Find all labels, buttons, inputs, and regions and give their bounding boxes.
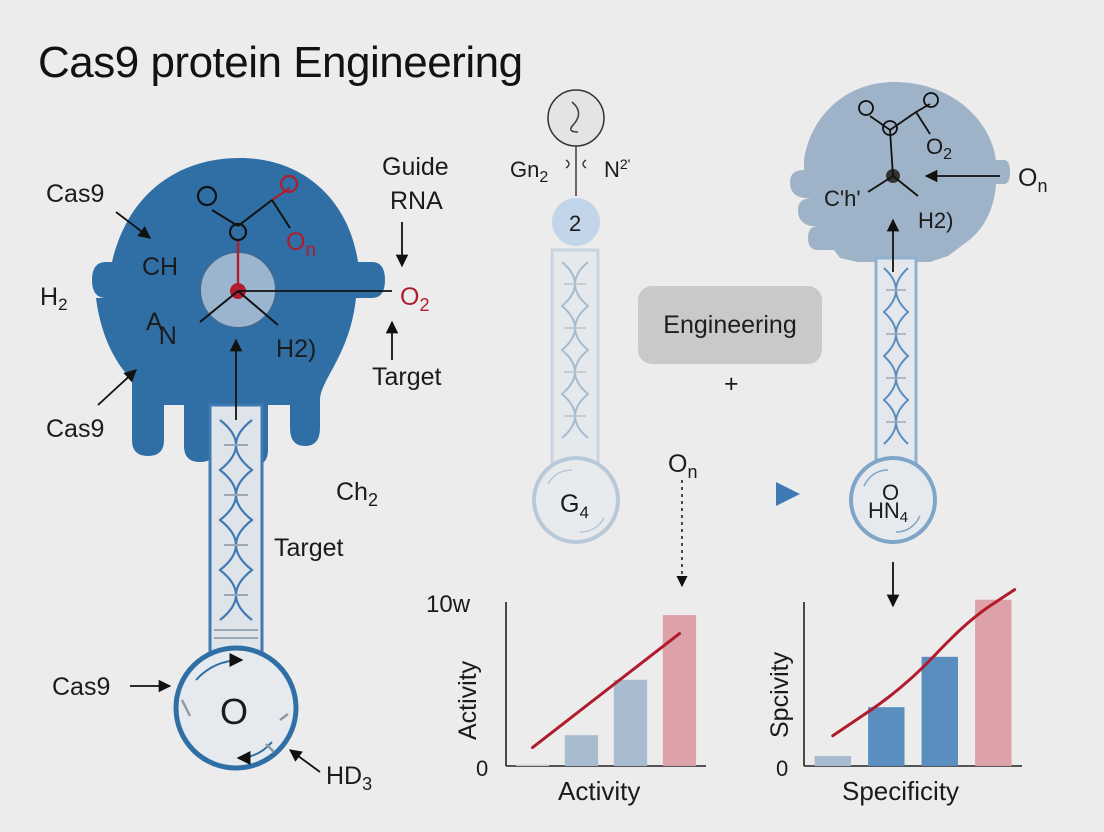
specificity-bar — [814, 755, 851, 766]
left-dna-helix-a — [218, 419, 237, 621]
engineering-on-label: On — [668, 450, 697, 482]
label-cas9-bottom: Cas9 — [46, 415, 104, 443]
engineering-transition: + On — [668, 370, 800, 588]
specificity-chart: 0 Spcivity Specificity — [766, 588, 1022, 806]
specificity-bar — [868, 707, 905, 766]
specificity-bar — [921, 656, 958, 766]
activity-chart: 10w 0 Activity Activity — [426, 591, 706, 806]
label-on: On — [286, 228, 316, 261]
right-label-h2: H2) — [918, 208, 953, 233]
left-cas9-complex: Cas9 H2 Cas9 CH AN H2) On O2 Guide RNA T… — [40, 153, 449, 794]
activity-ytick-bottom: 0 — [476, 756, 488, 781]
label-hd3: HD3 — [326, 762, 372, 794]
label-h2-right: H2) — [276, 335, 316, 363]
label-an: AN — [146, 308, 177, 350]
middle-loop-label: G4 — [560, 490, 589, 522]
specificity-xlabel: Specificity — [842, 776, 959, 806]
specificity-ylabel: Spcivity — [766, 651, 794, 738]
activity-bar — [564, 735, 599, 766]
specificity-ytick-bottom: 0 — [776, 756, 788, 781]
left-rna-loop — [173, 645, 299, 771]
engineering-box: Engineering — [638, 286, 822, 364]
label-o2: O2 — [400, 283, 429, 315]
activity-xlabel: Activity — [558, 776, 640, 806]
label-ch: CH — [142, 253, 178, 281]
activity-bar — [613, 679, 648, 766]
activity-bar — [662, 615, 697, 766]
left-dna-helix-b — [235, 419, 254, 621]
plus-sign: + — [724, 370, 739, 398]
specificity-trend-line — [831, 588, 1017, 738]
middle-node — [552, 198, 600, 246]
label-cas9-loop: Cas9 — [52, 673, 110, 701]
label-cas9-top: Cas9 — [46, 180, 104, 208]
middle-top-ring — [547, 89, 605, 147]
right-label-o2: O2 — [926, 134, 952, 163]
right-label-ch: C'h' — [824, 186, 861, 211]
label-target-mid: Target — [274, 534, 344, 562]
label-h2-left: H2 — [40, 283, 68, 314]
middle-loop — [532, 456, 620, 544]
label-ch2: Ch2 — [336, 478, 378, 510]
label-guide: Guide — [382, 153, 449, 181]
right-loop — [849, 456, 937, 544]
label-gn2: Gn2 — [510, 157, 548, 186]
specificity-bar — [975, 599, 1012, 766]
activity-ytick-top: 10w — [426, 591, 471, 618]
middle-node-label: 2 — [569, 211, 581, 236]
label-n2: N2' — [604, 156, 630, 182]
label-target-top: Target — [372, 363, 442, 391]
right-cas9-protein — [790, 82, 1010, 262]
middle-guide-strand: 2 Gn2 N2' G4 — [510, 89, 630, 544]
activity-ylabel: Activity — [454, 660, 482, 740]
right-engineered-complex: O2 C'h' H2) On O HN4 — [790, 82, 1047, 608]
label-rna: RNA — [390, 187, 443, 215]
right-label-on: On — [1018, 164, 1047, 196]
activity-trend-line — [531, 632, 681, 750]
right-loop-o: O — [882, 480, 899, 505]
label-loop-o: O — [220, 691, 248, 732]
page-title: Cas9 protein Engineering — [38, 38, 523, 87]
right-loop-hn4: HN4 — [868, 498, 908, 526]
activity-bar — [515, 764, 550, 766]
